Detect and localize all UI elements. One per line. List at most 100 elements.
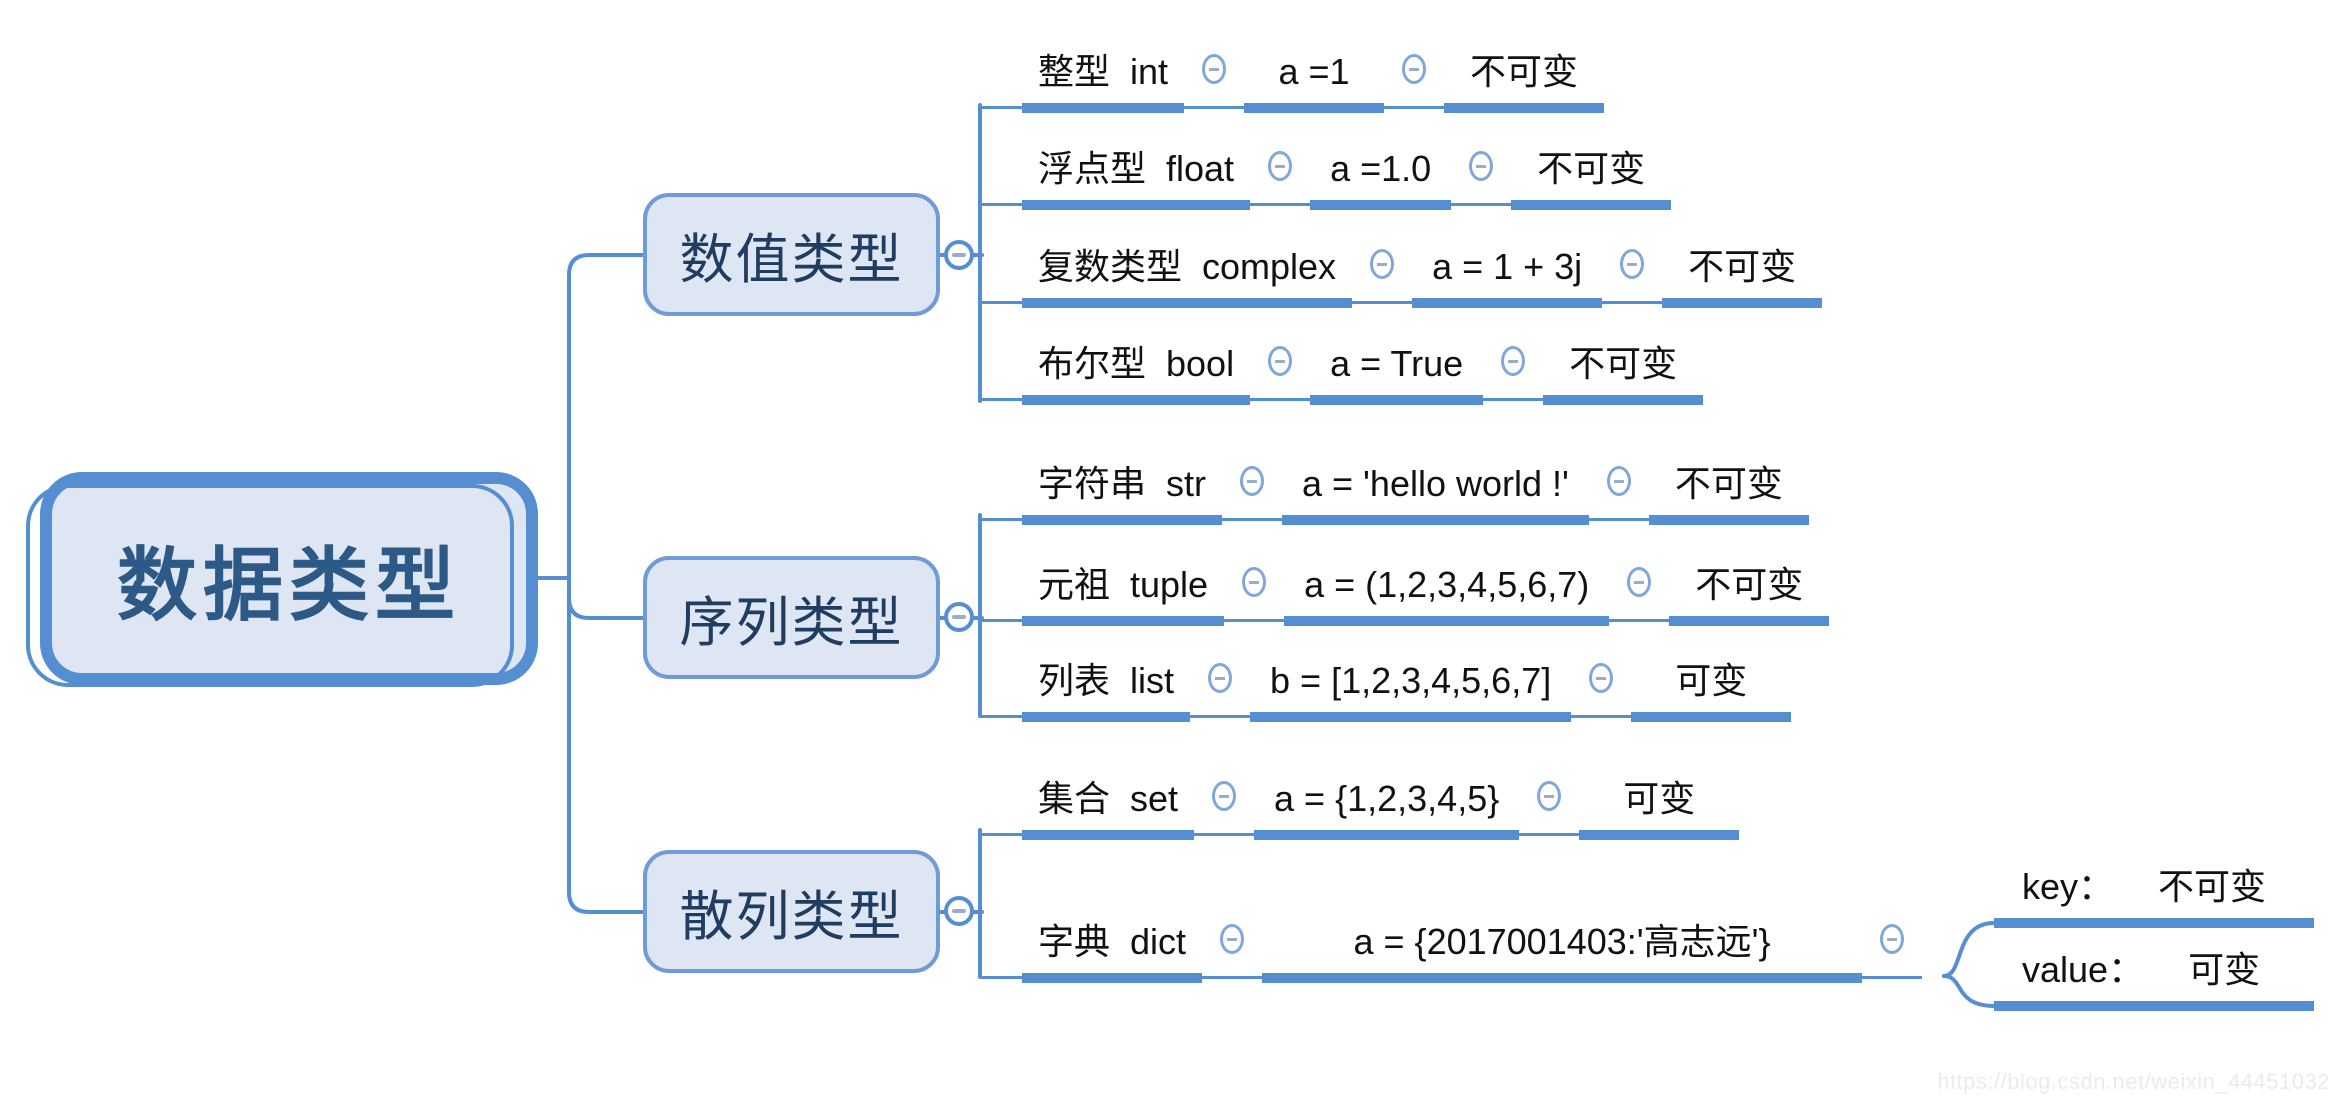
- type-label: 集合 set: [1022, 776, 1195, 840]
- example-value: a = {2017001403:'高志远'}: [1262, 919, 1863, 983]
- collapse-icon[interactable]: [1268, 151, 1293, 181]
- minus-icon: [1634, 580, 1645, 584]
- row-connector: [1184, 54, 1245, 109]
- minus-icon: [1409, 67, 1420, 71]
- collapse-icon[interactable]: [1240, 466, 1264, 496]
- type-label: 整型 int: [1022, 49, 1185, 113]
- trunk-to-branch1: [567, 253, 645, 580]
- value-label: value：: [2022, 949, 2145, 990]
- minus-icon: [1215, 676, 1226, 680]
- root-label: 数据类型: [117, 540, 461, 630]
- branch-node-numeric[interactable]: 数值类型: [643, 193, 940, 316]
- collapse-icon[interactable]: [1880, 924, 1905, 954]
- row-connector: [1250, 346, 1311, 401]
- minus-icon: [1887, 937, 1898, 941]
- mutability-label: 不可变: [1648, 461, 1809, 525]
- minus-icon: [1209, 67, 1220, 71]
- collapse-icon[interactable]: [1589, 663, 1614, 693]
- example-value: a =1: [1244, 49, 1385, 113]
- leaf-row-int[interactable]: 整型 int a =1 不可变: [980, 49, 1605, 113]
- example-value: a = True: [1310, 341, 1484, 405]
- type-label: 字典 dict: [1022, 919, 1203, 983]
- example-value: a = (1,2,3,4,5,6,7): [1284, 562, 1610, 626]
- type-label: 浮点型 float: [1022, 146, 1251, 210]
- dict-key-row[interactable]: key： 不可变: [1994, 864, 2314, 928]
- row-connector: [1352, 249, 1413, 304]
- watermark-text: https://blog.csdn.net/weixin_44451032: [1937, 1069, 2330, 1094]
- collapse-icon[interactable]: [1370, 249, 1395, 279]
- leaf-row-bool[interactable]: 布尔型 bool a = True 不可变: [980, 341, 1704, 405]
- minus-icon: [1275, 164, 1286, 168]
- leaf-row-tuple[interactable]: 元祖 tuple a = (1,2,3,4,5,6,7) 不可变: [980, 562, 1830, 626]
- value-mutability: 可变: [2188, 949, 2261, 990]
- minus-icon: [952, 615, 966, 619]
- row-connector: [1588, 466, 1649, 521]
- branch-node-hash[interactable]: 散列类型: [643, 850, 940, 973]
- collapse-icon[interactable]: [1220, 924, 1245, 954]
- row-connector: [1222, 466, 1282, 521]
- leaf-row-float[interactable]: 浮点型 float a =1.0 不可变: [980, 146, 1672, 210]
- row-connector: [1571, 663, 1632, 718]
- collapse-icon[interactable]: [1620, 249, 1645, 279]
- leaf-row-list[interactable]: 列表 list b = [1,2,3,4,5,6,7] 可变: [980, 658, 1792, 722]
- minus-icon: [1627, 262, 1638, 266]
- minus-icon: [952, 253, 966, 257]
- leaf-row-set[interactable]: 集合 set a = {1,2,3,4,5} 可变: [980, 776, 1740, 840]
- root-node[interactable]: 数据类型: [26, 472, 538, 687]
- collapse-icon[interactable]: [944, 896, 974, 926]
- minus-icon: [1247, 479, 1257, 483]
- mutability-label: 不可变: [1669, 562, 1830, 626]
- row-connector: [1519, 781, 1580, 836]
- branch-label: 序列类型: [679, 593, 904, 653]
- minus-icon: [1219, 794, 1230, 798]
- collapse-icon[interactable]: [1402, 54, 1427, 84]
- leaf-row-complex[interactable]: 复数类型 complex a = 1 + 3j 不可变: [980, 244, 1823, 308]
- lead-line: [980, 976, 1022, 979]
- collapse-icon[interactable]: [1202, 54, 1227, 84]
- type-label: 复数类型 complex: [1022, 244, 1353, 308]
- minus-icon: [1227, 937, 1238, 941]
- row-connector: [1451, 151, 1512, 206]
- lead-line: [980, 619, 1022, 622]
- lead-line: [980, 715, 1022, 718]
- row-connector: [1384, 54, 1445, 109]
- row-connector: [1190, 663, 1251, 718]
- mutability-label: 不可变: [1511, 146, 1672, 210]
- branch-label: 数值类型: [679, 230, 904, 290]
- collapse-icon[interactable]: [1627, 567, 1652, 597]
- minus-icon: [1613, 479, 1624, 483]
- row-connector: [1250, 151, 1311, 206]
- row-connector: [1202, 924, 1263, 979]
- leaf-row-str[interactable]: 字符串 str a = 'hello world !' 不可变: [980, 461, 1809, 525]
- collapse-icon[interactable]: [1469, 151, 1494, 181]
- branch-node-sequence[interactable]: 序列类型: [643, 556, 940, 679]
- lead-line: [980, 106, 1022, 109]
- example-value: a =1.0: [1310, 146, 1452, 210]
- mutability-label: 不可变: [1662, 244, 1823, 308]
- type-label: 字符串 str: [1022, 461, 1222, 525]
- trunk-to-branch3: [567, 576, 645, 914]
- minus-icon: [1544, 794, 1555, 798]
- collapse-icon[interactable]: [1501, 346, 1526, 376]
- minus-icon: [1377, 262, 1388, 266]
- dict-value-row[interactable]: value： 可变: [1994, 947, 2314, 1011]
- collapse-icon[interactable]: [1242, 567, 1267, 597]
- collapse-icon[interactable]: [1268, 346, 1293, 376]
- collapse-icon[interactable]: [944, 240, 974, 270]
- row-connector: [1862, 924, 1923, 979]
- lead-line: [980, 518, 1022, 521]
- leaf-row-dict[interactable]: 字典 dict a = {2017001403:'高志远'}: [980, 919, 1923, 983]
- lead-line: [980, 203, 1022, 206]
- collapse-icon[interactable]: [1537, 781, 1562, 811]
- collapse-icon[interactable]: [1606, 466, 1631, 496]
- mutability-label: 不可变: [1543, 341, 1704, 405]
- example-value: a = 'hello world !': [1282, 461, 1589, 525]
- collapse-icon[interactable]: [1208, 663, 1233, 693]
- example-value: a = {1,2,3,4,5}: [1254, 776, 1520, 840]
- collapse-icon[interactable]: [1212, 781, 1237, 811]
- example-value: a = 1 + 3j: [1412, 244, 1603, 308]
- row-connector: [1602, 249, 1663, 304]
- collapse-icon[interactable]: [944, 602, 974, 632]
- minus-icon: [1508, 359, 1519, 363]
